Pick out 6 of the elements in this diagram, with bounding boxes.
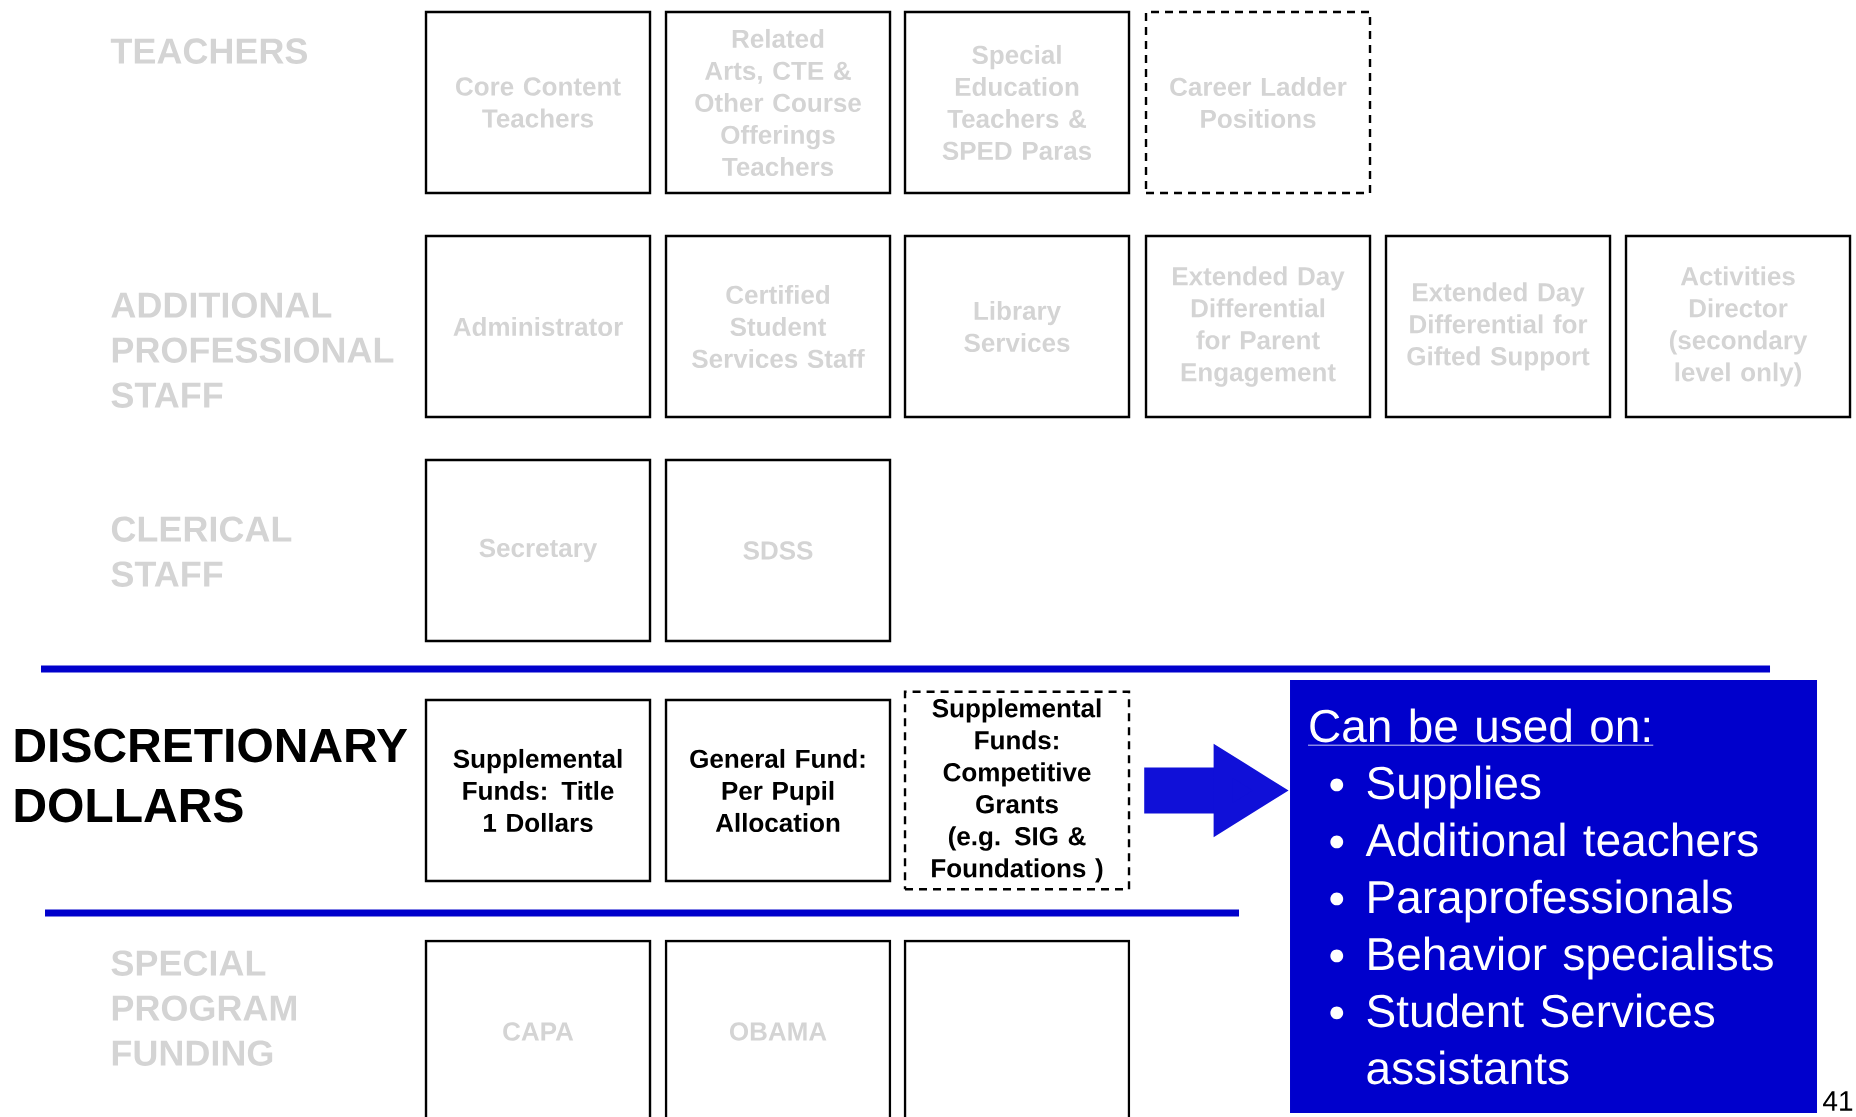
funding-box: General Fund: Per Pupil Allocation xyxy=(664,698,892,883)
funding-box: Supplemental Funds: Title 1 Dollars xyxy=(424,698,652,883)
row-label: DISCRETIONARY DOLLARS xyxy=(15,728,408,823)
info-panel: Can be used on: Supplies Additional teachers Paraprofessionals Behavior specialists Student Services assistants xyxy=(1290,680,1817,1113)
program-box xyxy=(903,939,1131,1117)
funding-box: Supplemental Funds: Competitive Grants (e.g. SIG & Foundations ) xyxy=(903,690,1131,891)
